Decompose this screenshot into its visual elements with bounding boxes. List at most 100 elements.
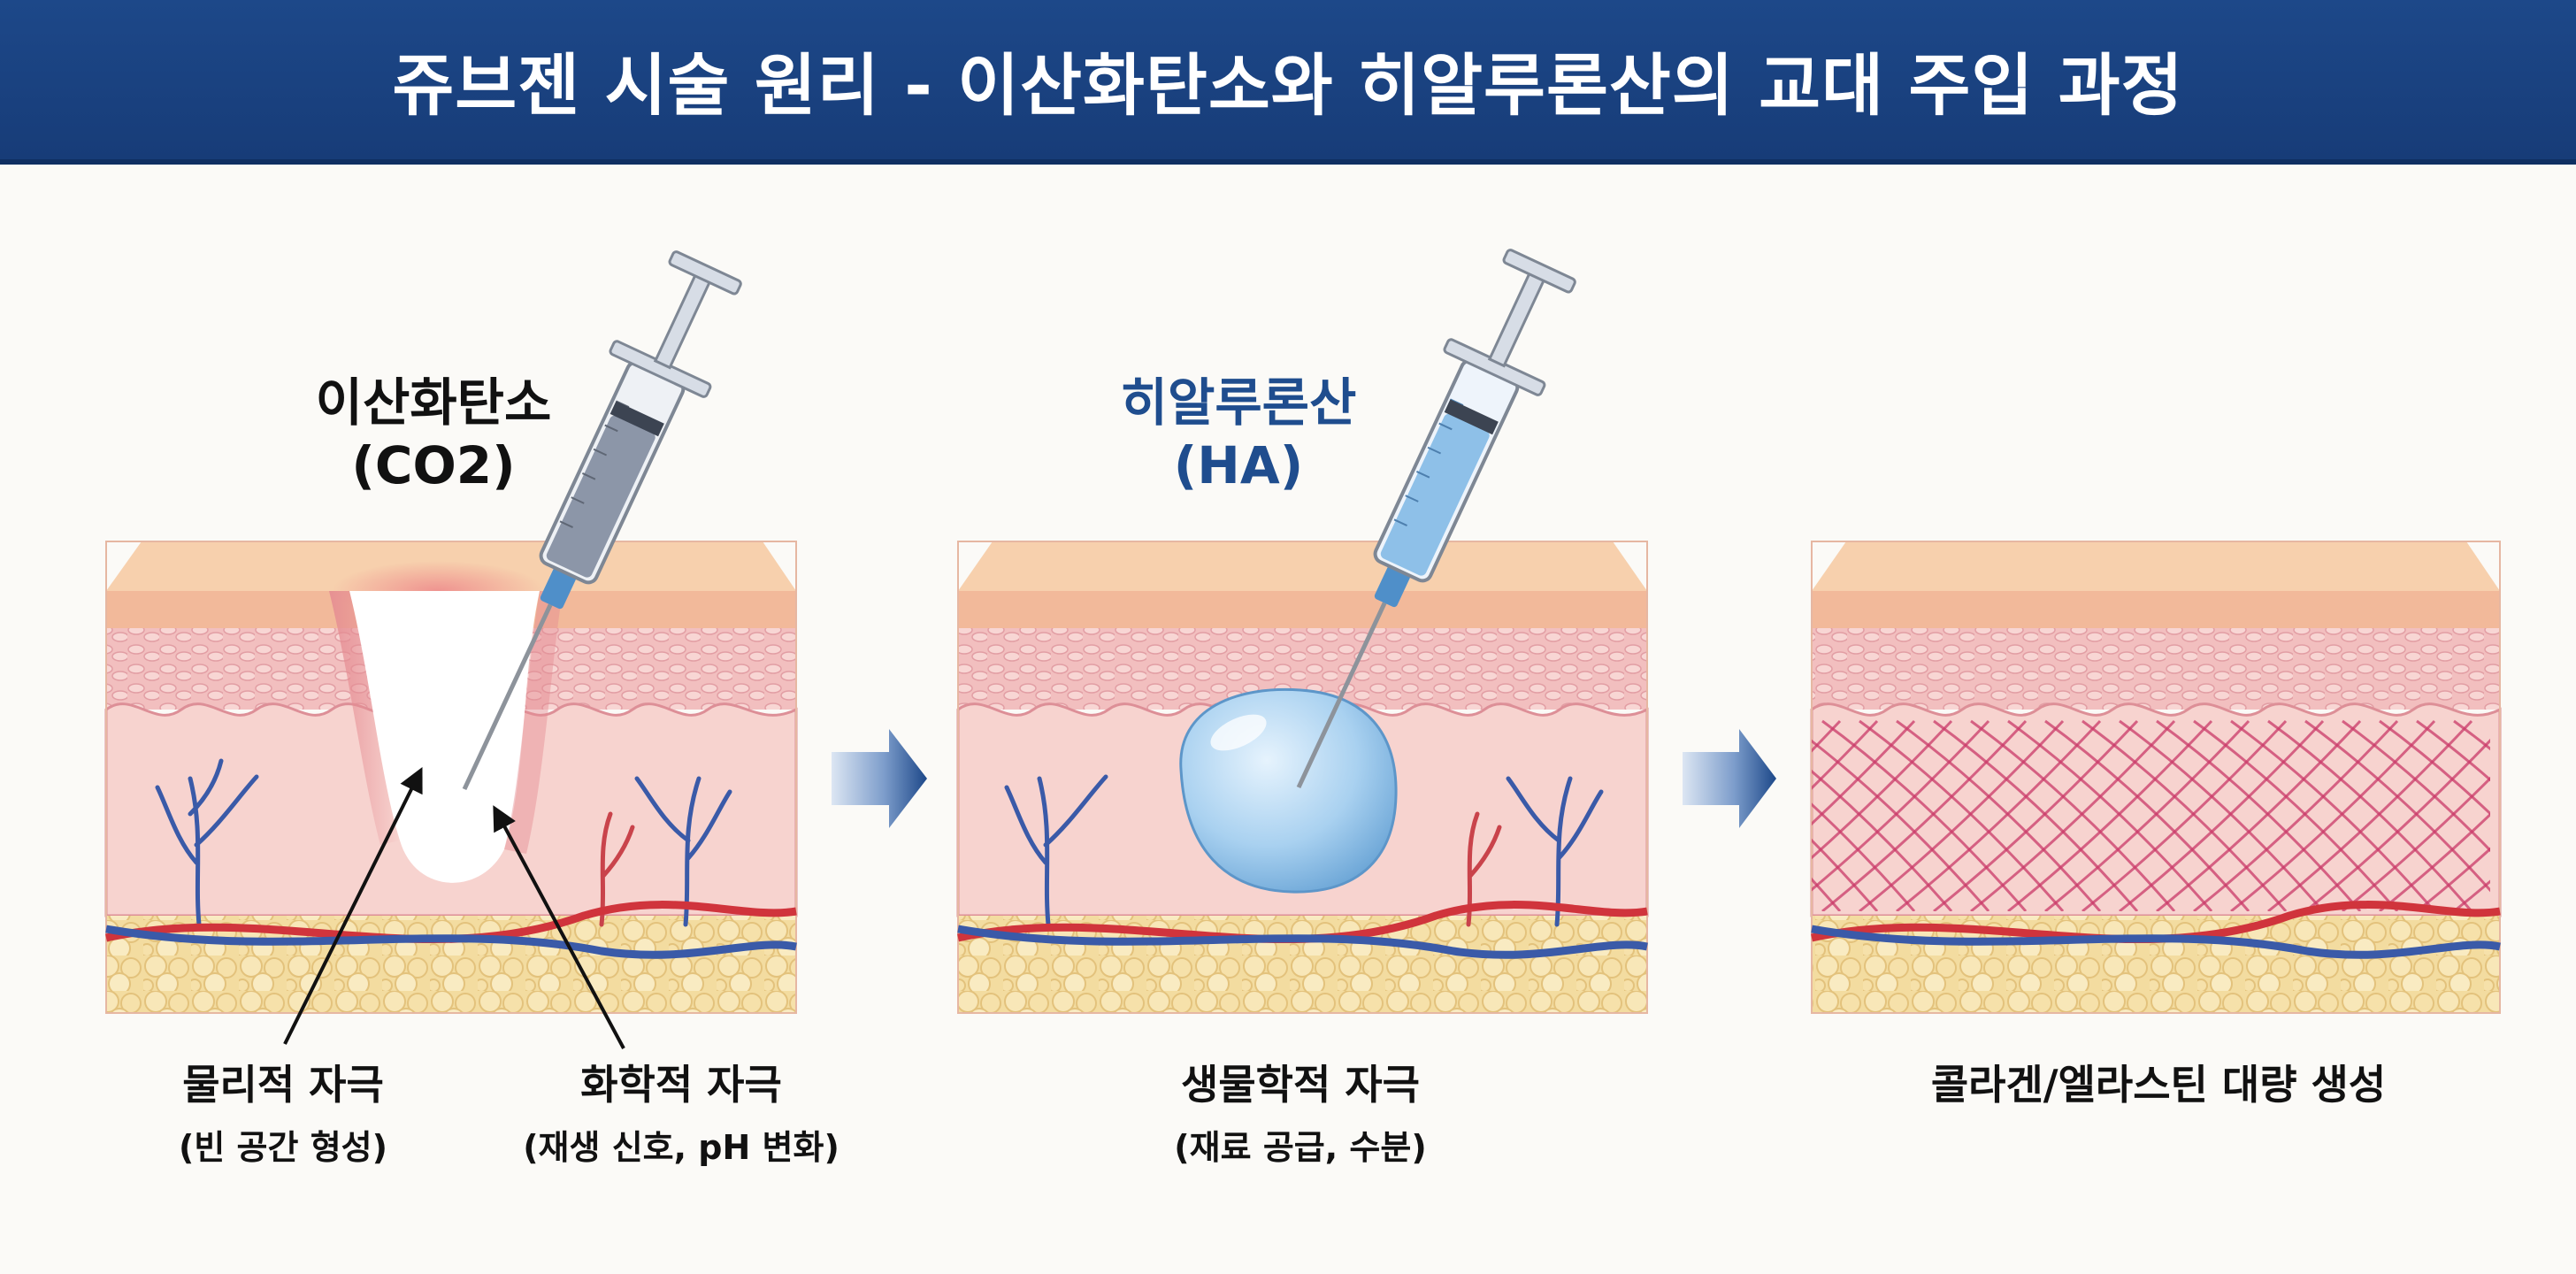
collagen-fiber <box>2007 719 2213 911</box>
collagen-fiber <box>2007 719 2213 911</box>
collagen-fiber <box>1812 719 1990 892</box>
caption-biological: 생물학적 자극 (재료 공급, 수분) <box>1097 1053 1504 1169</box>
collagen-network <box>1812 719 2576 911</box>
co2-label: 이산화탄소 (CO2) <box>239 372 628 497</box>
collagen-fiber <box>2453 879 2490 911</box>
artery <box>105 901 797 943</box>
vein <box>1811 925 2501 959</box>
collagen-fiber <box>2491 721 2576 911</box>
epidermis-top <box>1812 541 2500 591</box>
vein <box>957 925 1648 959</box>
epidermis <box>1812 591 2500 628</box>
collagen-fiber <box>1812 802 1916 911</box>
epidermis-top <box>958 541 1647 591</box>
pointer-chemical <box>493 805 625 1049</box>
collagen-fiber <box>1821 719 2028 911</box>
caption-chemical-sub: (재생 신호, pH 변화) <box>523 1128 840 1167</box>
caption-biological-main: 생물학적 자극 <box>1181 1061 1420 1109</box>
collagen-fiber <box>2304 738 2490 911</box>
collagen-fiber <box>2267 719 2473 911</box>
fat-layer <box>958 916 1647 1013</box>
co2-cavity <box>349 591 540 883</box>
collagen-fiber <box>2379 719 2490 816</box>
collagen-fiber <box>2082 719 2288 911</box>
collagen-fiber <box>2342 776 2490 911</box>
collagen-fiber <box>2156 719 2362 911</box>
collagen-fiber <box>1933 719 2139 911</box>
collagen-fiber <box>1970 719 2176 911</box>
caption-collagen: 콜라겐/엘라스틴 대량 생성 <box>1840 1053 2477 1111</box>
collagen-fiber <box>2453 719 2490 751</box>
cell-layer <box>1812 628 2500 710</box>
artery <box>957 901 1648 943</box>
ha-formula: (HA) <box>1173 434 1304 495</box>
ha-gel <box>1179 687 1398 894</box>
collagen-fiber <box>2379 812 2490 911</box>
collagen-fiber <box>1812 769 1953 911</box>
collagen-fiber <box>1812 877 1842 911</box>
caption-physical: 물리적 자극 (빈 공간 형성) <box>88 1053 478 1169</box>
collagen-fiber <box>2528 721 2576 911</box>
collagen-fiber <box>1859 719 2065 911</box>
co2-syringe <box>462 250 742 791</box>
skin-block-collagen <box>1810 541 2576 1014</box>
right-arrow-icon <box>1683 729 1776 828</box>
co2-formula: (CO2) <box>351 434 516 495</box>
collagen-fiber <box>1812 838 1879 911</box>
collagen-fiber <box>2193 719 2399 911</box>
capillaries <box>155 758 732 927</box>
caption-physical-sub: (빈 공간 형성) <box>179 1128 387 1167</box>
collagen-fiber <box>2156 719 2362 911</box>
collagen-fiber <box>2491 721 2576 911</box>
collagen-fiber <box>2304 719 2490 893</box>
ha-syringe <box>1296 249 1576 789</box>
collagen-fiber <box>2230 719 2436 911</box>
title-banner: 쥬브젠 시술 원리 - 이산화탄소와 히알루론산의 교대 주입 과정 <box>0 0 2576 165</box>
collagen-fiber <box>2044 719 2250 911</box>
collagen-fiber <box>1812 719 1916 826</box>
epidermis <box>958 591 1647 628</box>
artery <box>1811 901 2501 943</box>
collagen-fiber <box>2416 719 2490 782</box>
right-arrow-icon <box>832 729 927 828</box>
page-title: 쥬브젠 시술 원리 - 이산화탄소와 히알루론산의 교대 주입 과정 <box>392 46 2184 125</box>
collagen-fiber <box>1812 739 1990 911</box>
collagen-fiber <box>1821 719 2028 911</box>
collagen-fiber <box>2193 719 2399 911</box>
pointer-physical <box>283 766 423 1045</box>
collagen-fiber <box>1812 719 1879 790</box>
collagen-fiber <box>2267 719 2473 911</box>
collagen-fiber <box>1933 719 2139 911</box>
collagen-fiber <box>1896 719 2102 911</box>
collagen-fiber <box>1812 719 1842 753</box>
skin-block-ha <box>956 541 1649 1014</box>
collagen-fiber <box>2230 719 2436 911</box>
collagen-fiber <box>1896 719 2102 911</box>
collagen-fiber <box>2082 719 2288 911</box>
collagen-fiber <box>2044 719 2250 911</box>
collagen-fiber <box>2119 719 2325 911</box>
caption-chemical-main: 화학적 자극 <box>580 1061 782 1109</box>
collagen-fiber <box>2416 847 2490 911</box>
fat-layer <box>106 916 796 1013</box>
caption-biological-sub: (재료 공급, 수분) <box>1174 1128 1427 1167</box>
co2-name: 이산화탄소 <box>315 372 552 433</box>
collagen-fiber <box>1859 719 2065 911</box>
collagen-fiber <box>2565 721 2576 911</box>
collagen-fiber <box>1970 719 2176 911</box>
caption-chemical: 화학적 자극 (재생 신호, pH 변화) <box>469 1053 893 1169</box>
collagen-fiber <box>2565 721 2576 911</box>
ha-name: 히알루론산 <box>1120 372 1357 433</box>
collagen-fiber <box>2528 721 2576 911</box>
vein <box>105 925 797 959</box>
collagen-fiber <box>2119 719 2325 911</box>
caption-physical-main: 물리적 자극 <box>182 1061 384 1109</box>
collagen-fiber <box>1812 719 1953 860</box>
capillaries <box>1004 774 1604 927</box>
caption-collagen-main: 콜라겐/엘라스틴 대량 생성 <box>1930 1061 2387 1109</box>
ha-label: 히알루론산 (HA) <box>1044 372 1433 497</box>
collagen-fiber <box>2342 719 2490 853</box>
skin-block-co2 <box>104 541 798 1014</box>
fat-layer <box>1812 916 2500 1013</box>
